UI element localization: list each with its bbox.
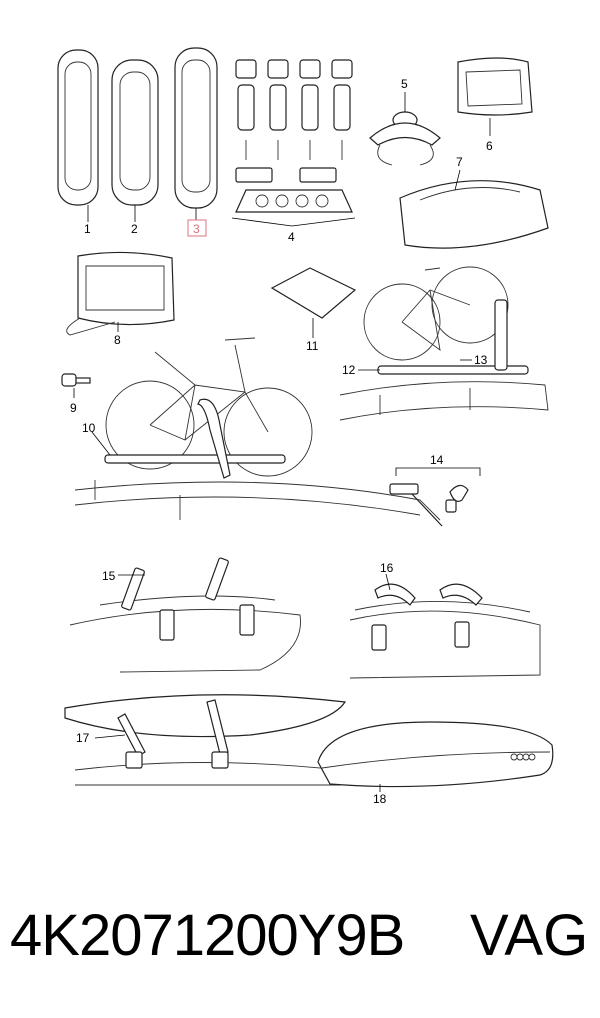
- part-number: 4K2071200Y9B: [10, 903, 405, 968]
- callout-4: 4: [288, 230, 295, 244]
- bike-wheel-holder-5: [369, 111, 441, 166]
- callout-5: 5: [401, 77, 408, 91]
- accessory-exploded-diagram: 1 2 3 4 5 6: [57, 47, 554, 806]
- mounting-kit-4: [231, 59, 356, 227]
- tool-set-14: [389, 467, 481, 527]
- callout-15: 15: [102, 569, 116, 583]
- kayak-carrier-17-assembly: [64, 694, 347, 786]
- callout-6: 6: [486, 139, 493, 153]
- ski-carrier-16-assembly: [349, 583, 541, 679]
- callout-12: 12: [342, 363, 356, 377]
- callout-2: 2: [131, 222, 138, 236]
- callout-13: 13: [474, 353, 488, 367]
- roof-box-3: [174, 47, 218, 209]
- callout-3-highlight-box: [187, 219, 207, 237]
- callout-9: 9: [70, 401, 77, 415]
- storage-bag-8: [66, 251, 175, 336]
- callout-7: 7: [456, 155, 463, 169]
- callout-10: 10: [82, 421, 96, 435]
- roof-box-bag-7: [399, 180, 549, 249]
- callout-8: 8: [114, 333, 121, 347]
- roof-box-18: [317, 721, 554, 788]
- callout-17: 17: [76, 731, 90, 745]
- callout-1: 1: [84, 222, 91, 236]
- bike-carrier-12-13-assembly: [339, 266, 549, 421]
- protective-cover-11: [270, 267, 357, 319]
- callout-3: 3: [193, 222, 200, 236]
- callout-14: 14: [430, 453, 444, 467]
- roof-box-2: [111, 59, 159, 206]
- callout-11: 11: [306, 339, 319, 353]
- roof-box-1: [57, 49, 99, 206]
- bike-carrier-10-assembly: [74, 337, 441, 521]
- callout-18: 18: [373, 792, 387, 806]
- callout-16: 16: [380, 561, 394, 575]
- storage-bag-6: [457, 57, 533, 116]
- ski-carrier-15-assembly: [69, 557, 301, 673]
- key-9: [61, 373, 91, 387]
- brand-label: VAG: [470, 903, 589, 968]
